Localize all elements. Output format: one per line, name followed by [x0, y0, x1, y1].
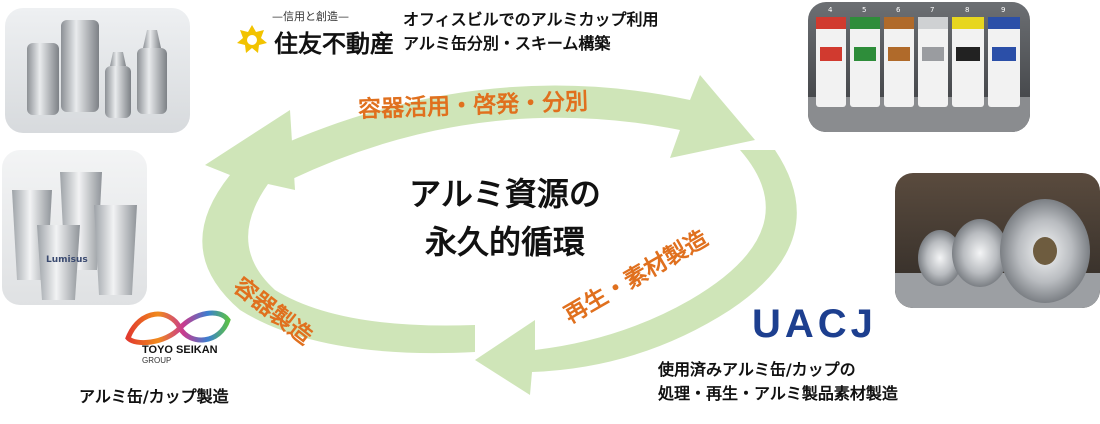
sumitomo-logo: —信用と創造— 住友不動産 — [236, 8, 396, 58]
cycle-title: アルミ資源の 永久的循環 — [300, 170, 710, 266]
bin-number: 7 — [930, 6, 935, 14]
sumitomo-tagline: —信用と創造— — [272, 10, 349, 23]
arrow-top — [270, 75, 755, 180]
cups-brand-text: Lumisus — [46, 255, 88, 265]
toyo-seikan-logo: TOYO SEIKAN GROUP — [110, 310, 240, 370]
toyo-caption: アルミ缶/カップ製造 — [79, 387, 229, 406]
uacj-caption-line2: 処理・再生・アルミ製品素材製造 — [658, 384, 898, 403]
aluminum-cups-photo: Lumisus — [2, 150, 147, 305]
cycle-title-line1: アルミ資源の — [409, 175, 601, 213]
bin-number: 6 — [896, 6, 901, 14]
toyo-infinity-icon — [125, 310, 231, 346]
sumitomo-caption-line1: オフィスビルでのアルミカップ利用 — [403, 10, 659, 29]
arrow-right — [475, 150, 797, 395]
toyo-name: TOYO SEIKAN — [142, 344, 218, 356]
cycle-title-line2: 永久的循環 — [424, 223, 585, 261]
aluminum-bottles-photo — [5, 8, 190, 133]
uacj-caption: 使用済みアルミ缶/カップの 処理・再生・アルミ製品素材製造 — [658, 358, 898, 406]
uacj-caption-line1: 使用済みアルミ缶/カップの — [658, 360, 856, 379]
recycling-bins-photo: 4 5 6 7 8 9 — [808, 2, 1030, 132]
sumitomo-emblem-icon — [237, 25, 267, 53]
sumitomo-caption-line2: アルミ缶分別・スキーム構築 — [403, 34, 611, 53]
sumitomo-name: 住友不動産 — [274, 30, 394, 58]
toyo-group: GROUP — [142, 356, 172, 365]
bin-number: 8 — [965, 6, 970, 14]
sumitomo-caption: オフィスビルでのアルミカップ利用 アルミ缶分別・スキーム構築 — [403, 8, 659, 56]
arrow-left — [202, 110, 476, 354]
bin-number: 9 — [1001, 6, 1006, 14]
aluminum-coils-photo — [895, 173, 1100, 308]
bin-number: 4 — [828, 6, 833, 14]
uacj-logo: UACJ — [752, 302, 877, 346]
bin-number: 5 — [862, 6, 867, 14]
